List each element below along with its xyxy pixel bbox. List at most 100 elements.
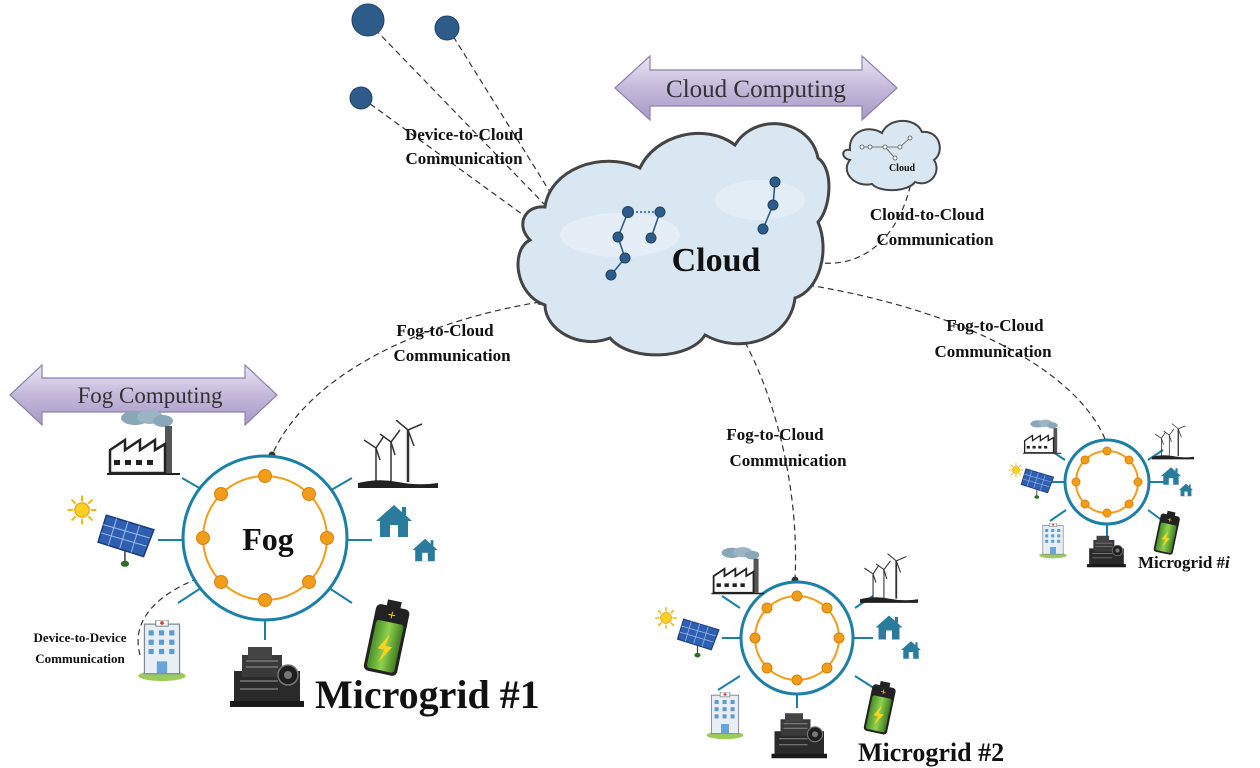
house-icon: [376, 505, 412, 537]
fog-node: [1133, 477, 1143, 487]
device-to-device-label-line1: Device-to-Device: [33, 630, 126, 645]
house-icon: [1161, 467, 1181, 485]
device-to-cloud-label-line2: Communication: [405, 149, 523, 168]
solar-panel-icon: [1020, 468, 1055, 500]
communication-labels: Device-to-Cloud Communication Cloud-to-C…: [33, 125, 1052, 666]
fog-node: [821, 662, 833, 674]
wind-turbine-icon: [860, 553, 918, 604]
generator-icon: [770, 712, 828, 759]
house-icon: [1179, 483, 1193, 497]
solar-panel-icon: [676, 618, 720, 659]
fog-node: [791, 590, 803, 602]
battery-icon: [863, 680, 898, 736]
device-cloud-link-2: [447, 27, 556, 201]
factory-icon: [710, 546, 766, 595]
sun-icon: [1008, 462, 1024, 478]
cloud-node: [619, 252, 631, 264]
hospital-icon: [1038, 523, 1068, 559]
factory-icon: [105, 408, 182, 476]
solar-panel-icon: [97, 514, 155, 568]
fog-computing-arrow: Fog Computing: [9, 363, 278, 427]
fog-node: [320, 531, 334, 545]
fog-node: [833, 632, 845, 644]
cloud-node: [654, 206, 666, 218]
device-to-cloud-label-line1: Device-to-Cloud: [405, 125, 524, 144]
fog-node: [761, 662, 773, 674]
fog-node: [791, 674, 803, 686]
cloud-node: [769, 176, 781, 188]
cloud-node: [767, 199, 779, 211]
device-node: [351, 3, 385, 37]
fog-node: [214, 487, 228, 501]
fog-node: [761, 602, 773, 614]
cloud-label: Cloud: [672, 242, 761, 279]
cloud-cloud-link: [814, 177, 913, 264]
cloud-to-cloud-label-line1: Cloud-to-Cloud: [870, 205, 985, 224]
cloud-node: [757, 223, 769, 235]
spoke: [1049, 509, 1067, 522]
fog-cloud-link-left: [271, 301, 541, 456]
fog-node: [1071, 477, 1081, 487]
fog-to-cloud-left-line1: Fog-to-Cloud: [396, 321, 494, 340]
device-node: [434, 15, 460, 41]
fog-node: [258, 593, 272, 607]
cloud-computing-label: Cloud Computing: [666, 76, 846, 103]
cloud-devices: [349, 3, 460, 110]
fog-node: [214, 575, 228, 589]
fog-to-cloud-mid-line1: Fog-to-Cloud: [726, 425, 824, 444]
fog-node: [1124, 499, 1134, 509]
fog-node: [258, 469, 272, 483]
sun-icon: [66, 494, 98, 526]
fog-node: [1102, 508, 1112, 518]
fog-node: [821, 602, 833, 614]
wind-turbine-icon: [358, 420, 438, 490]
cloud-node: [645, 232, 657, 244]
microgrid-i: Microgrid #i: [1008, 418, 1230, 572]
spoke: [1147, 449, 1164, 461]
fog-node: [196, 531, 210, 545]
fog-node: [1124, 455, 1134, 465]
cloud-node: [622, 206, 634, 218]
fog-node: [749, 632, 761, 644]
device-node: [349, 86, 373, 110]
cloud-to-cloud-label-line2: Communication: [876, 230, 994, 249]
fog-node: [1102, 446, 1112, 456]
fog-node: [1080, 499, 1090, 509]
house-icon: [875, 615, 903, 640]
house-icon: [412, 538, 438, 562]
microgrid-2: Microgrid #2: [654, 546, 1004, 767]
microgrid-1: Fog Microgrid #1: [66, 408, 540, 717]
cloud-node: [605, 269, 617, 281]
fog-to-cloud-left-line2: Communication: [393, 346, 511, 365]
main-cloud: Cloud: [516, 122, 831, 357]
generator-icon: [229, 646, 305, 708]
hospital-icon: [705, 692, 745, 740]
cloud-computing-arrow: Cloud Computing: [614, 54, 898, 122]
fog-to-cloud-right-line1: Fog-to-Cloud: [946, 316, 1044, 335]
fog-node: [1080, 455, 1090, 465]
sun-icon: [654, 606, 678, 630]
house-icon: [901, 641, 921, 659]
microgrid-2-label: Microgrid #2: [858, 738, 1004, 767]
fog-node: [302, 575, 316, 589]
fog-label: Fog: [242, 521, 294, 557]
fog-cloud-link-right: [807, 284, 1108, 445]
spoke: [721, 595, 741, 609]
fog-node: [302, 487, 316, 501]
microgrid-1-label: Microgrid #1: [315, 672, 540, 717]
generator-icon: [1086, 535, 1127, 568]
microgrid-i-label: Microgrid #i: [1138, 553, 1230, 572]
factory-icon: [1022, 418, 1063, 454]
fog-computing-label: Fog Computing: [77, 383, 223, 408]
small-cloud: Cloud: [842, 119, 941, 192]
device-cloud-link-1: [367, 21, 546, 206]
hospital-icon: [137, 620, 187, 682]
device-cloud-link-3: [361, 97, 538, 226]
spoke: [717, 675, 741, 691]
small-cloud-label: Cloud: [889, 163, 916, 174]
cloud-node: [612, 231, 624, 243]
fog-to-cloud-mid-line2: Communication: [729, 451, 847, 470]
device-to-device-label-line2: Communication: [35, 651, 125, 666]
fog-to-cloud-right-line2: Communication: [934, 342, 1052, 361]
